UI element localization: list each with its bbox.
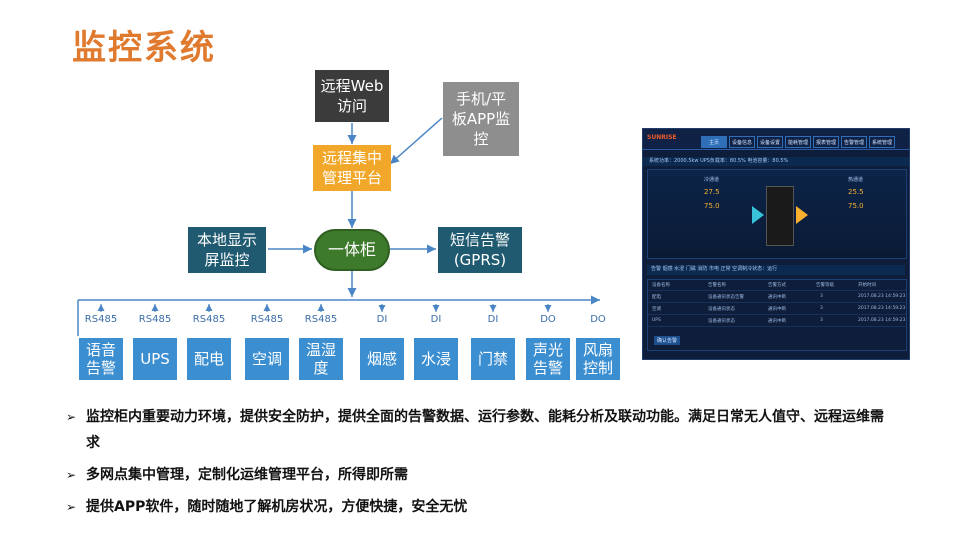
sensor-sound-light-alarm: 声光 告警 [526,338,570,380]
table-cell: 通讯中断 [768,307,786,312]
column-header: 告警名称 [708,283,726,288]
central-platform-box: 远程集中 管理平台 [313,145,391,191]
confirm-alarm-button[interactable]: 确认告警 [654,336,681,345]
screen-main-panel: 冷通道 热通道 27.5 75.0 25.5 75.0 [647,169,907,259]
alarm-table: 设备名称 告警名称 告警方式 告警等级 开始时间 配电 设备通讯状态告警 通讯中… [647,279,907,351]
page-title: 监控系统 [72,28,216,68]
table-cell: 通讯中断 [768,295,786,300]
screen-tab[interactable]: 能耗管理 [785,136,811,148]
cold-air-arrow-icon [752,206,764,224]
local-screen-box: 本地显示 屏监控 [188,227,266,273]
sensor-power-distribution: 配电 [187,338,231,380]
mobile-app-box: 手机/平 板APP监 控 [443,82,519,156]
table-cell: UPS [652,318,661,323]
sensor-air-conditioner: 空调 [245,338,289,380]
table-header: 设备名称 告警名称 告警方式 告警等级 开始时间 [648,280,906,291]
sensor-smoke: 烟感 [360,338,404,380]
screen-tab[interactable]: 设备信息 [729,136,755,148]
table-cell: 空调 [652,307,661,312]
table-cell: 2017.08.23 14:59:23 [858,318,906,323]
protocol-label: DI [376,314,388,325]
protocol-label: RS485 [304,314,338,325]
screen-tab[interactable]: 主页 [701,136,727,148]
table-cell: 配电 [652,295,661,300]
table-cell: 通讯中断 [768,319,786,324]
list-item: ➢ 多网点集中管理，定制化运维管理平台，所得即所需 [66,462,896,488]
cold-humidity-value: 75.0 [704,202,720,210]
status-text: 系统功率：2000.5kw UPS负载率：80.5% 电池容量：80.5% [649,158,789,164]
sensor-access-control: 门禁 [471,338,515,380]
column-header: 告警方式 [768,283,786,288]
list-item: ➢ 监控柜内重要动力环境，提供安全防护，提供全面的告警数据、运行参数、能耗分析及… [66,404,896,456]
table-cell: 2017.08.23 14:59:23 [858,294,906,299]
bullet-arrow-icon: ➢ [66,500,77,514]
hot-temp-value: 25.5 [848,188,864,196]
cold-temp-value: 27.5 [704,188,720,196]
bullet-text: 多网点集中管理，定制化运维管理平台，所得即所需 [86,467,408,483]
table-cell: 3 [820,318,823,323]
column-header: 设备名称 [652,283,670,288]
sensor-water-leak: 水浸 [414,338,458,380]
bullet-text: 提供APP软件，随时随地了解机房状况，方便快捷，安全无忧 [86,499,468,515]
sensor-temp-humidity: 温湿 度 [299,338,343,380]
table-row[interactable]: UPS 设备通讯状态 通讯中断 3 2017.08.23 14:59:23 [648,316,906,327]
table-cell: 3 [820,294,823,299]
bullet-arrow-icon: ➢ [66,468,77,482]
sensor-voice-alarm: 语音 告警 [79,338,123,380]
sensor-fan-control: 风扇 控制 [576,338,620,380]
remote-web-box: 远程Web 访问 [315,70,389,122]
protocol-label: DO [590,314,606,325]
table-cell: 设备通讯状态告警 [708,295,744,300]
brand-logo: SUNRISE [647,134,677,141]
screen-tab[interactable]: 告警管理 [841,136,867,148]
protocol-label: RS485 [192,314,226,325]
hot-humidity-value: 75.0 [848,202,864,210]
bullet-text: 监控柜内重要动力环境，提供安全防护，提供全面的告警数据、运行参数、能耗分析及联动… [86,409,884,451]
screen-header: SUNRISE 主页 设备信息 设备设置 能耗管理 报表管理 告警管理 系统管理 [643,129,909,150]
cabinet-node: 一体柜 [314,229,390,271]
list-item: ➢ 提供APP软件，随时随地了解机房状况，方便快捷，安全无忧 [66,494,896,520]
screen-tab[interactable]: 设备设置 [757,136,783,148]
protocol-label: DI [487,314,499,325]
monitor-screenshot: SUNRISE 主页 设备信息 设备设置 能耗管理 报表管理 告警管理 系统管理… [642,128,910,360]
cabinet-image [766,186,794,246]
table-cell: 设备通讯状态 [708,307,735,312]
table-cell: 3 [820,306,823,311]
cold-aisle-label: 冷通道 [704,177,720,183]
bullet-arrow-icon: ➢ [66,410,77,424]
table-cell: 设备通讯状态 [708,319,735,324]
screen-status-bar: 系统功率：2000.5kw UPS负载率：80.5% 电池容量：80.5% [643,157,909,166]
screen-subtabs: 告警 烟感 水浸 门磁 消防 市电 正常 空调制冷状态：运行 [647,265,905,275]
sms-alarm-box: 短信告警 (GPRS) [438,227,522,273]
table-row[interactable]: 配电 设备通讯状态告警 通讯中断 3 2017.08.23 14:59:23 [648,292,906,303]
screen-tab[interactable]: 报表管理 [813,136,839,148]
screen-tab[interactable]: 系统管理 [869,136,895,148]
table-row[interactable]: 空调 设备通讯状态 通讯中断 3 2017.08.23 14:59:23 [648,304,906,315]
protocol-label: DO [540,314,556,325]
feature-list: ➢ 监控柜内重要动力环境，提供安全防护，提供全面的告警数据、运行参数、能耗分析及… [66,404,896,526]
protocol-label: RS485 [84,314,118,325]
protocol-label: RS485 [250,314,284,325]
subtabs-text: 告警 烟感 水浸 门磁 消防 市电 正常 空调制冷状态：运行 [651,266,778,272]
hot-air-arrow-icon [796,206,808,224]
protocol-label: RS485 [138,314,172,325]
sensor-ups: UPS [133,338,177,380]
protocol-label: DI [430,314,442,325]
table-cell: 2017.08.23 14:59:23 [858,306,906,311]
hot-aisle-label: 热通道 [848,177,864,183]
column-header: 开始时间 [858,283,876,288]
column-header: 告警等级 [816,283,834,288]
